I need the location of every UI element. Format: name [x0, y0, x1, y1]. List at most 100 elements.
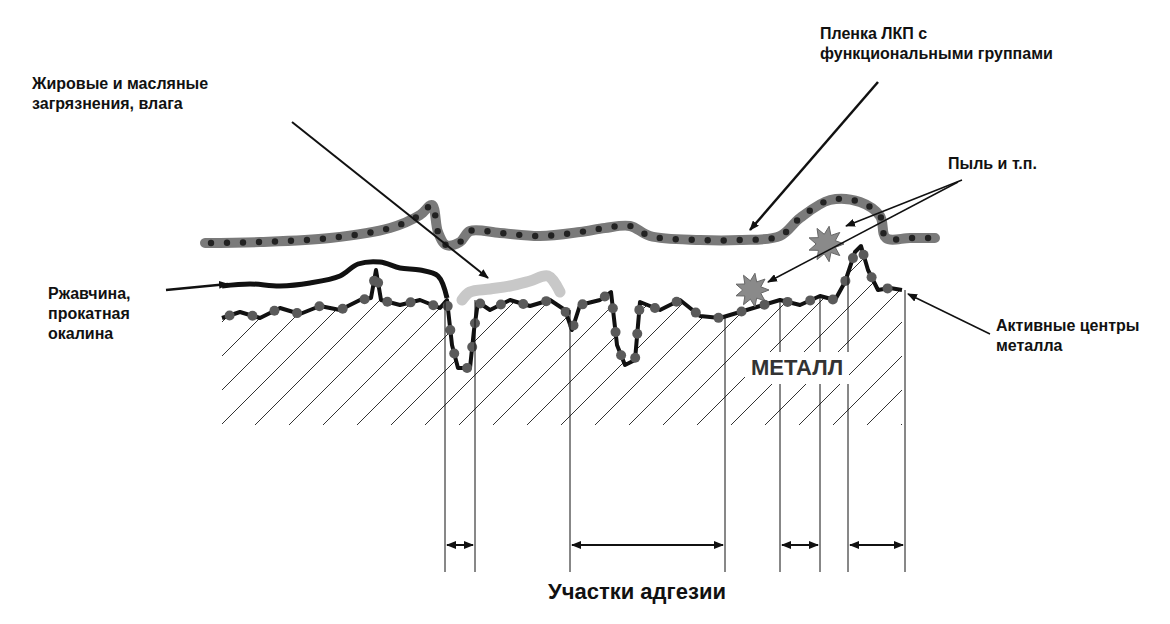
active-center-dot: [608, 303, 618, 313]
functional-group-dot: [627, 223, 633, 229]
active-center-dot: [475, 298, 485, 308]
active-center-dot: [578, 299, 588, 309]
active-center-dot: [428, 300, 438, 310]
active-center-dot: [632, 329, 642, 339]
functional-group-dot: [783, 229, 789, 235]
functional-group-dot: [425, 204, 431, 210]
active-center-dot: [467, 342, 477, 352]
functional-group-dot: [852, 197, 858, 203]
active-center-dot: [314, 301, 324, 311]
functional-group-dot: [548, 232, 554, 238]
divider-line: [848, 270, 849, 572]
functional-group-dot: [752, 236, 758, 242]
functional-group-dot: [272, 238, 278, 244]
functional-group-dot: [689, 237, 695, 243]
active-center-dot: [600, 291, 610, 301]
divider-line: [820, 296, 821, 572]
active-center-dot: [713, 313, 723, 323]
rust-layer: [222, 262, 447, 298]
active-center-dot: [247, 311, 257, 321]
functional-group-dot: [705, 237, 711, 243]
active-center-dot: [805, 295, 815, 305]
metal-label: МЕТАЛЛ: [745, 352, 849, 384]
functional-group-dot: [434, 228, 440, 234]
active-center-dot: [360, 294, 370, 304]
active-center-dot: [611, 327, 621, 337]
functional-group-dot: [336, 234, 342, 240]
functional-group-dot: [893, 236, 899, 242]
functional-group-dot: [866, 203, 872, 209]
functional-group-dot: [320, 236, 326, 242]
metal-body: [222, 246, 902, 425]
functional-group-dot: [721, 237, 727, 243]
functional-group-dot: [208, 240, 214, 246]
leader-line: [908, 294, 990, 334]
functional-group-dot: [304, 237, 310, 243]
dimension-arrow: [572, 544, 723, 546]
active-center-dot: [783, 297, 793, 307]
functional-group-dot: [836, 196, 842, 202]
functional-group-dot: [611, 223, 617, 229]
active-center-dot: [443, 301, 453, 311]
active-center-dot: [269, 306, 279, 316]
functional-group-dot: [880, 230, 886, 236]
metal-surface: [222, 246, 902, 368]
functional-group-dot: [500, 230, 506, 236]
functional-group-dot: [580, 228, 586, 234]
active-center-dot: [828, 294, 838, 304]
active-center-dot: [449, 349, 459, 359]
dust-label: Пыль и т.п.: [948, 154, 1037, 174]
active-center-dot: [672, 297, 682, 307]
functional-group-dot: [878, 214, 884, 220]
active-center-dot: [840, 276, 850, 286]
functional-group-dot: [925, 235, 931, 241]
active-center-dot: [848, 253, 858, 263]
contamination-label: Жировые и масляные загрязнения, влага: [32, 74, 282, 114]
active-center-dot: [760, 300, 770, 310]
functional-group-dot: [484, 228, 490, 234]
functional-group-dot: [657, 235, 663, 241]
functional-group-dot: [398, 221, 404, 227]
active-center-dot: [338, 304, 348, 314]
rust-label: Ржавчина, прокатная окалина: [48, 284, 160, 344]
divider-line: [570, 310, 571, 572]
functional-group-dot: [351, 232, 357, 238]
functional-group-dot: [794, 217, 800, 223]
functional-group-dot: [367, 229, 373, 235]
active-center-dot: [883, 283, 893, 293]
functional-group-dot: [256, 239, 262, 245]
active-center-dot: [541, 296, 551, 306]
functional-group-dot: [468, 227, 474, 233]
active-center-dot: [462, 363, 472, 373]
leader-line: [846, 180, 962, 226]
adhesion-dividers: [445, 270, 905, 572]
functional-group-dot: [807, 208, 813, 214]
functional-group-dot: [673, 236, 679, 242]
leader-line: [292, 122, 488, 278]
active-center-dot: [445, 325, 455, 335]
active-center-dot: [650, 303, 660, 313]
active-center-dot: [859, 250, 869, 260]
functional-group-dot: [516, 232, 522, 238]
dimension-arrow: [447, 544, 473, 546]
functional-group-dot: [596, 226, 602, 232]
paint-film: [205, 199, 935, 246]
active-center-dot: [373, 278, 383, 288]
active-center-dot: [382, 297, 392, 307]
leader-lines: [166, 82, 990, 334]
active-center-dot: [561, 307, 571, 317]
active-center-dot: [867, 272, 877, 282]
active-center-dot: [616, 350, 626, 360]
active-center-dot: [292, 308, 302, 318]
functional-group-dot: [564, 231, 570, 237]
film-label: Пленка ЛКП с функциональными группами: [820, 24, 1075, 64]
divider-line: [445, 300, 446, 572]
active-center-dot: [496, 300, 506, 310]
active-center-dot: [691, 308, 701, 318]
functional-group-dot: [820, 199, 826, 205]
active-center-dot: [634, 305, 644, 315]
functional-group-dot: [768, 235, 774, 241]
divider-line: [475, 300, 476, 572]
